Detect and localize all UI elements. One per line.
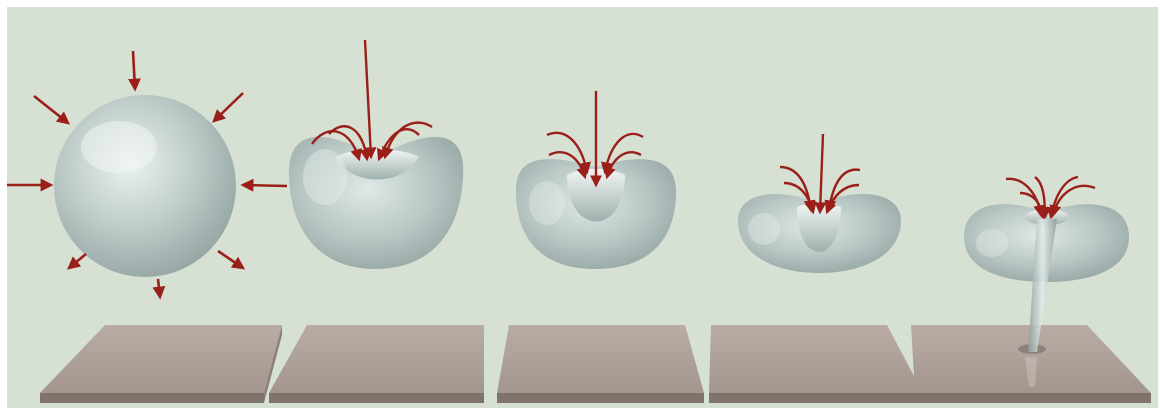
figure-canvas	[7, 7, 1158, 408]
plate-3	[497, 325, 704, 403]
stage-1-sphere	[54, 95, 236, 277]
plate-2	[269, 325, 484, 403]
bubble-collapse-figure	[7, 7, 1158, 408]
plate-4	[709, 325, 923, 403]
